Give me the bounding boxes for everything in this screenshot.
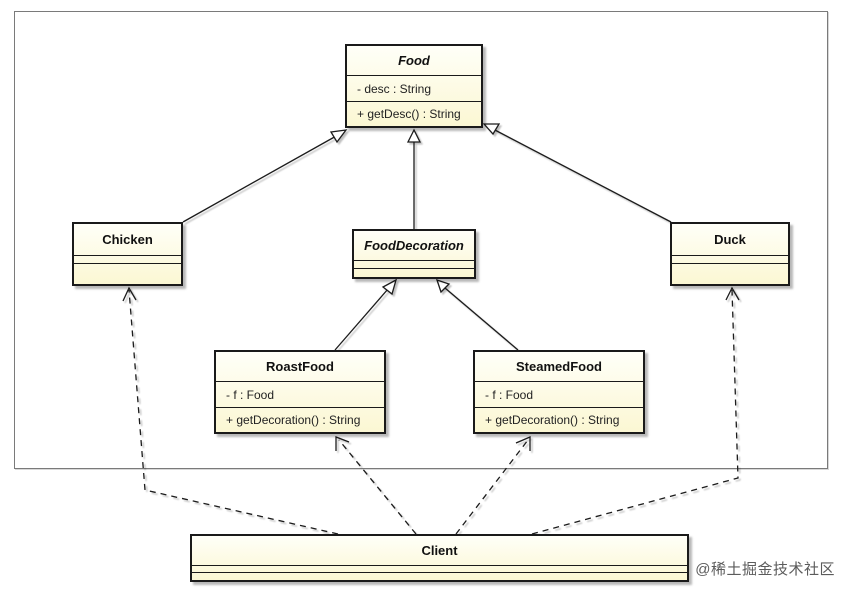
dependency-client-steamedfood: [455, 439, 529, 535]
class-chicken[interactable]: Chicken: [72, 222, 183, 286]
arrowhead-steamedfood-fooddecoration: [435, 278, 451, 294]
class-name: Food: [347, 46, 481, 76]
class-operation: + getDecoration() : String: [485, 413, 620, 427]
class-name: Duck: [672, 224, 788, 256]
class-operation-section: [354, 269, 474, 277]
arrowhead-client-steamedfood: [515, 436, 531, 451]
dependency-client-duck: [531, 289, 739, 535]
arrowhead-duck-food: [482, 123, 501, 136]
dependency-client-chicken: [128, 289, 339, 535]
arrowhead-chicken-food: [329, 129, 348, 144]
class-attribute-section: [672, 256, 788, 264]
class-name: Client: [192, 536, 687, 566]
generalization-duck-food: [492, 128, 672, 223]
class-attribute: - desc : String: [347, 76, 481, 102]
class-operation-section: [74, 264, 181, 284]
package-frame: [14, 11, 828, 469]
class-food-decoration[interactable]: FoodDecoration: [352, 229, 476, 279]
class-attribute: - f : Food: [475, 382, 643, 408]
class-operation-section: [672, 264, 788, 284]
class-food[interactable]: Food - desc : String + getDesc() : Strin…: [345, 44, 483, 128]
arrowhead-client-chicken: [122, 286, 137, 302]
class-name: RoastFood: [216, 352, 384, 382]
generalization-steamedfood-fooddecoration: [444, 287, 519, 351]
class-steamed-food[interactable]: SteamedFood - f : Food + getDecoration()…: [473, 350, 645, 434]
generalization-roastfood-fooddecoration: [334, 288, 389, 351]
generalization-chicken-food: [182, 134, 339, 223]
arrowhead-client-duck: [725, 286, 740, 301]
arrowhead-client-roastfood: [335, 436, 350, 451]
class-client[interactable]: Client: [190, 534, 689, 582]
class-operation: + getDecoration() : String: [226, 413, 361, 427]
class-operation-section: [192, 573, 687, 580]
class-roast-food[interactable]: RoastFood - f : Food + getDecoration() :…: [214, 350, 386, 434]
class-name: FoodDecoration: [354, 231, 474, 261]
class-attribute: - f : Food: [216, 382, 384, 408]
class-attribute-section: [354, 261, 474, 269]
arrowhead-fooddecoration-food: [406, 128, 422, 143]
class-duck[interactable]: Duck: [670, 222, 790, 286]
class-name: Chicken: [74, 224, 181, 256]
watermark-text: @稀土掘金技术社区: [695, 561, 835, 578]
class-name: SteamedFood: [475, 352, 643, 382]
class-attribute-section: [192, 566, 687, 573]
class-attribute-section: [74, 256, 181, 264]
class-operation: + getDesc() : String: [357, 107, 461, 121]
arrowhead-roastfood-fooddecoration: [381, 278, 398, 296]
dependency-client-roastfood: [338, 439, 417, 535]
